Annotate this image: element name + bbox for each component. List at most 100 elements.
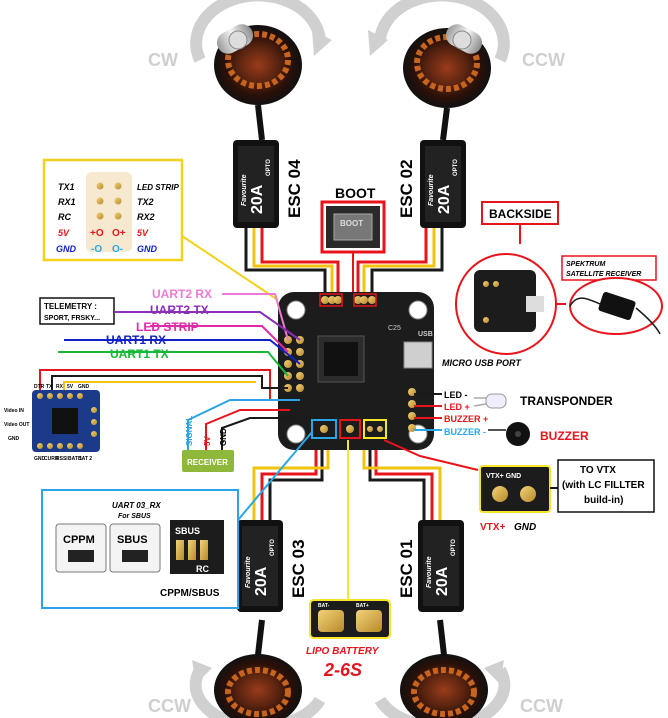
battery-pads: BAT- BAT+	[309, 599, 391, 639]
pinout-right-led-strip: LED STRIP	[137, 183, 179, 192]
osd-top-label: TX	[46, 384, 53, 390]
transponder-label: TRANSPONDER	[520, 394, 613, 408]
vtx-pads: VTX+ GND	[479, 465, 551, 513]
esc-bottom-right: 20A Favourite OPTO	[418, 520, 464, 612]
osd-side-label: Video OUT	[4, 422, 29, 428]
receiver-box: RECEIVER	[182, 450, 234, 472]
esc-bottom-left-brand: Favourite	[245, 556, 252, 588]
led-minus-label: LED -	[444, 390, 468, 400]
osd-side-labels: Video IN Video OUT GND	[4, 408, 29, 442]
uart-wires	[58, 293, 301, 377]
backside-text: BACKSIDE	[489, 207, 552, 221]
rotation-arrow-icon	[190, 0, 326, 63]
motor-bottom-right-direction: CCW	[520, 696, 563, 716]
pinout-right-5v: 5V	[137, 228, 149, 238]
uart1-tx-label: UART1 TX	[110, 347, 169, 361]
receiver-5v-label: 5V	[203, 436, 212, 446]
motor-bottom-left	[189, 619, 326, 718]
pinout-mark-plus-right: O+	[112, 228, 126, 239]
flight-controller-board: USB C25	[278, 292, 434, 450]
pinout-left-gnd: GND	[56, 244, 77, 254]
uart2-tx-label: UART2 TX	[150, 303, 209, 317]
motor-top-right	[368, 0, 510, 141]
esc-bottom-left-label: ESC 03	[289, 539, 308, 598]
esc-top-left-rating: 20A	[249, 184, 266, 214]
motor-top-left-direction: CW	[148, 50, 178, 70]
boot-button-photo: BOOT	[320, 200, 386, 254]
motor-top-right-direction: CCW	[522, 50, 565, 70]
pinout-right-rx2: RX2	[137, 212, 155, 222]
osd-bottom-labels: GND CURR RSSI BAT 1 BAT 2	[34, 456, 92, 462]
esc-bottom-left-sub: OPTO	[270, 539, 276, 556]
osd-top-label: 5V	[67, 384, 74, 390]
vtx-line2: (with LC FILLTER	[562, 480, 645, 491]
pinout-mark-gnd-right: O-	[112, 244, 123, 255]
spektrum-line2: SATELLITE RECEIVER	[566, 271, 641, 278]
motor-bottom-right	[374, 619, 511, 718]
usb-port	[403, 341, 433, 369]
esc-top-right: 20A Favourite OPTO	[420, 140, 466, 228]
vtx-gnd-label: GND	[514, 522, 536, 533]
sbus-pad-label: SBUS	[175, 526, 200, 536]
esc-bottom-right-rating: 20A	[434, 566, 451, 596]
buzzer-plus-label: BUZZER +	[444, 414, 488, 424]
esc-top-left-label: ESC 04	[285, 159, 304, 218]
rotation-arrow-icon	[374, 666, 511, 718]
battery-cells: 2-6S	[323, 660, 362, 680]
vtx-line3: build-in)	[584, 495, 623, 506]
esc-top-right-sub: OPTO	[453, 159, 459, 176]
receiver-signal-label: SIGNAL	[185, 416, 194, 446]
rc-pad-label: RC	[196, 564, 209, 574]
backside-label: BACKSIDE	[481, 201, 559, 225]
osd-side-label: GND	[8, 436, 20, 442]
uart2-rx-label: UART2 RX	[152, 287, 212, 301]
pinout-legend: TX1 RX1 RC 5V GND +O O+ -O O- LED STRIP …	[42, 158, 184, 262]
osd-bottom-label: CURR	[44, 456, 59, 462]
telemetry-line2: SPORT, FRSKY...	[44, 315, 100, 322]
esc-wires	[244, 228, 444, 520]
osd-top-label: RX	[56, 384, 64, 390]
buzzer-minus-label: BUZZER -	[444, 427, 486, 437]
sbus-caption: CPPM/SBUS	[160, 588, 220, 599]
esc-bottom-right-brand: Favourite	[426, 556, 433, 588]
spektrum-label: SPEKTRUM SATELLITE RECEIVER	[561, 255, 657, 281]
usb-chip-label: USB	[418, 331, 433, 338]
sbus-box: UART 03_RX For SBUS CPPM SBUS SBUS RC CP…	[41, 489, 239, 609]
boot-label: BOOT	[335, 185, 376, 201]
motor-bottom-left-direction: CCW	[148, 696, 191, 716]
pinout-left-5v: 5V	[58, 228, 70, 238]
esc-top-right-brand: Favourite	[428, 174, 435, 206]
esc-bottom-left-rating: 20A	[253, 566, 270, 596]
sbus-subtitle: For SBUS	[118, 513, 151, 520]
esc-bottom-left: 20A Favourite OPTO	[237, 520, 283, 612]
pinout-right-tx2: TX2	[137, 197, 154, 207]
micro-usb-label: MICRO USB PORT	[442, 358, 522, 368]
cppm-option: CPPM	[63, 534, 95, 546]
boot-button-text: BOOT	[340, 219, 363, 228]
pinout-left-rc: RC	[58, 212, 71, 222]
spektrum-receiver	[569, 277, 663, 335]
vtx-line1: TO VTX	[580, 465, 616, 476]
telemetry-line1: TELEMETRY :	[44, 302, 97, 311]
vtx-info-box: TO VTX (with LC FILLTER build-in)	[557, 459, 655, 513]
battery-pad-plus: BAT+	[356, 603, 369, 609]
osd-side-label: Video IN	[4, 408, 24, 414]
pinout-mark-gnd-left: -O	[91, 244, 102, 255]
rotation-arrow-icon	[189, 666, 326, 718]
battery-pad-minus: BAT-	[318, 603, 330, 609]
vtx-pad-label: VTX+ GND	[486, 473, 521, 480]
receiver-wires	[187, 399, 300, 450]
esc-top-right-label: ESC 02	[397, 159, 416, 218]
buzzer-label: BUZZER	[540, 429, 589, 443]
osd-bottom-label: BAT 1	[68, 456, 82, 462]
osd-top-labels: DTR TX RX 5V GND	[34, 384, 90, 390]
esc-top-right-rating: 20A	[436, 184, 453, 214]
led-icon	[473, 393, 507, 409]
esc-bottom-right-label: ESC 01	[397, 539, 416, 598]
spektrum-line1: SPEKTRUM	[566, 261, 605, 268]
uart1-rx-label: UART1 RX	[106, 333, 166, 347]
sbus-title: UART 03_RX	[112, 501, 161, 510]
pinout-left-tx1: TX1	[58, 182, 75, 192]
osd-bottom-label: BAT 2	[78, 456, 92, 462]
